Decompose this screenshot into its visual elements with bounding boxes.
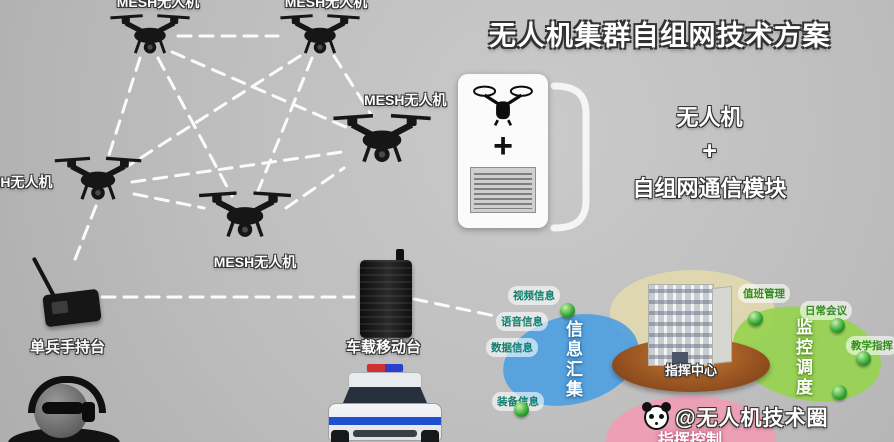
building-facade: [648, 284, 714, 366]
building-side: [712, 285, 732, 365]
sunglasses-icon: [42, 402, 84, 414]
operator-person: [8, 376, 120, 442]
command-center-building: [648, 284, 734, 366]
caption-line-uav: 无人机: [676, 105, 743, 130]
car-grille: [353, 430, 417, 437]
car-body: [328, 403, 442, 442]
bubble-data-info: 数据信息: [486, 338, 538, 357]
watermark-text: @无人机技术圈: [675, 407, 829, 430]
car-windshield: [343, 387, 427, 403]
mesh-drone-icon: [106, 6, 194, 65]
drone-label: MESH无人机: [213, 254, 297, 270]
vehicle-station: [360, 249, 412, 338]
building-door: [672, 352, 688, 364]
mesh-drone-icon: [50, 148, 146, 212]
panda-logo-icon: [642, 401, 669, 430]
mesh-drone-icon: [328, 104, 436, 176]
mesh-drone-icon: [276, 6, 364, 65]
sphere-icon: [514, 402, 529, 417]
command-center-label: 指挥中心: [664, 363, 717, 378]
petal-right-label: 监控调度: [793, 318, 812, 398]
sphere-icon: [560, 303, 575, 318]
module-caption: 无人机 + 自组网通信模块: [592, 100, 827, 203]
bubble-duty-management: 值班管理: [738, 284, 790, 303]
headset-earcup-icon: [82, 402, 95, 422]
sphere-icon: [748, 311, 763, 326]
drone-label: MESH无人机: [284, 0, 368, 10]
drone-label: MESH无人机: [116, 0, 200, 10]
station-body: [360, 260, 412, 338]
radio-body: [42, 288, 102, 328]
petal-bottom-label: 指挥控制: [657, 432, 722, 442]
caption-line-plus: +: [702, 137, 717, 165]
car-roof: [348, 372, 422, 387]
drone-label: MESH无人机: [0, 174, 53, 190]
bracket-shape: [550, 82, 590, 232]
plus-sign: +: [493, 127, 513, 165]
antenna-icon: [396, 249, 404, 261]
car-blue-stripe: [329, 417, 441, 425]
bubble-teaching-command: 教学指挥: [846, 336, 894, 355]
handheld-radio: [31, 256, 120, 332]
petal-left-label: 信息汇集: [563, 320, 582, 400]
watermark: @无人机技术圈: [642, 401, 829, 432]
car-wheel: [331, 430, 349, 442]
drone-label: MESH无人机: [364, 92, 447, 108]
police-car: [326, 364, 444, 442]
caption-line-module: 自组网通信模块: [632, 176, 787, 201]
bubble-voice-info: 语音信息: [496, 312, 548, 331]
vehicle-station-label: 车载移动台: [346, 339, 422, 356]
bubble-daily-meeting: 日常会议: [800, 301, 852, 320]
mesh-radio-module-image: [470, 167, 536, 214]
handheld-label: 单兵手持台: [30, 339, 106, 356]
car-wheel: [421, 430, 439, 442]
drone-top-icon: [470, 82, 536, 128]
sphere-icon: [830, 318, 845, 333]
sphere-icon: [856, 351, 871, 366]
page-title: 无人机集群自组网技术方案: [489, 21, 831, 51]
module-card: +: [458, 74, 548, 228]
police-lightbar-icon: [367, 364, 403, 372]
radio-screen: [51, 300, 69, 315]
sphere-icon: [832, 385, 847, 400]
mesh-drone-icon: [194, 182, 296, 250]
bubble-video-info: 视频信息: [508, 286, 560, 305]
